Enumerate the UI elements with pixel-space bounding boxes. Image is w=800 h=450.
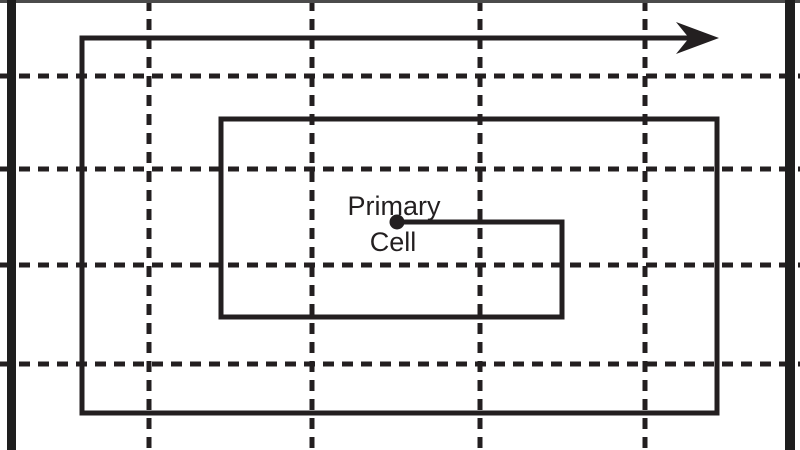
scan-spiral-path [79,35,720,416]
scan-direction-arrowhead-icon [676,22,719,54]
primary-cell-dot [389,214,405,230]
primary-cell-label: Primary Cell [348,191,441,257]
grid-dashed-horizontal-lines [0,73,800,367]
primary-cell-label-line1: Primary [348,191,441,221]
primary-cell-label-line2: Cell [370,227,417,257]
